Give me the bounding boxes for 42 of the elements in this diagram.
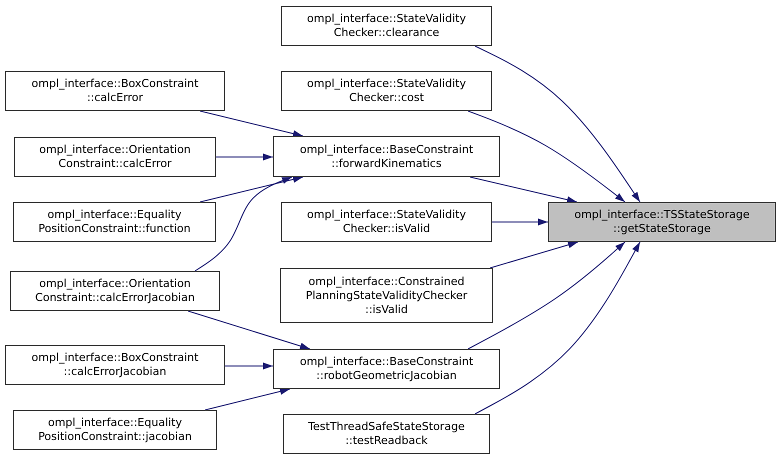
function-box — [273, 349, 500, 389]
function-name: ompl_interface::Equality PositionConstraint::jacobian — [37, 416, 193, 444]
function-name: TestThreadSafeStateStorage ::testReadback — [307, 420, 466, 448]
function-box — [281, 202, 492, 242]
arrow — [468, 110, 626, 202]
function-box — [14, 137, 216, 177]
function-box — [280, 268, 493, 323]
arrow — [224, 362, 274, 370]
arrow — [200, 176, 304, 202]
function-name: ompl_interface::Orientation Constraint::calcErrorJacobian — [34, 277, 196, 305]
function-name: ompl_interface::BaseConstraint ::forwardKinematics — [298, 142, 474, 170]
function-name: ompl_interface::StateValidity Checker::clearance — [306, 12, 467, 40]
function-box — [281, 6, 492, 46]
function-box — [13, 202, 216, 242]
function-box — [5, 345, 225, 385]
function-box — [281, 71, 492, 111]
function-box — [10, 271, 220, 311]
function-name: ompl_interface::BoxConstraint ::calcErrorJacobian — [30, 351, 200, 379]
function-name: ompl_interface::BaseConstraint ::robotGeometricJacobian — [298, 355, 474, 383]
arrow — [204, 388, 290, 410]
arrow — [492, 218, 548, 226]
function-box — [13, 410, 217, 450]
function-name: ompl_interface::StateValidity Checker::cost — [306, 77, 467, 105]
arrow — [474, 46, 640, 202]
arrow — [490, 241, 578, 268]
arrow — [194, 176, 292, 272]
function-name: ompl_interface::BoxConstraint ::calcError — [30, 77, 200, 105]
function-name: ompl_interface::Orientation Constraint::calcError — [38, 143, 192, 171]
arrow — [470, 176, 578, 204]
function-box — [5, 71, 225, 111]
function-box — [283, 414, 490, 454]
arrow — [200, 110, 304, 138]
arrow — [188, 310, 310, 350]
arrow — [216, 154, 274, 160]
arrow — [468, 242, 626, 350]
arrow — [474, 242, 640, 414]
function-name: ompl_interface::TSStateStorage ::getStateStorage — [573, 208, 751, 236]
function-name: ompl_interface::Constrained PlanningStateValidityChecker ::isValid — [304, 274, 468, 316]
function-box — [273, 136, 500, 177]
function-name: ompl_interface::StateValidity Checker::isValid — [306, 208, 467, 236]
function-box — [548, 202, 776, 242]
function-name: ompl_interface::Equality PositionConstraint::function — [37, 208, 192, 236]
